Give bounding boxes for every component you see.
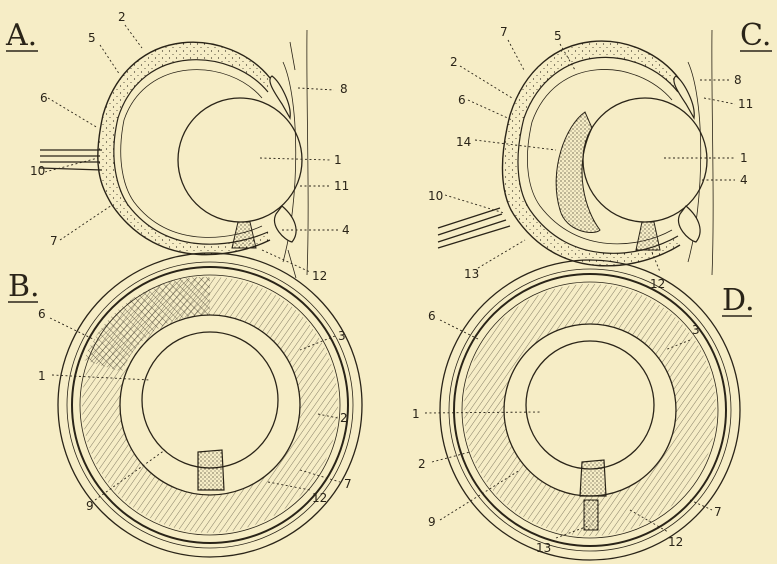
panel-d: D. 6 3 1 2 9 7 12 13 — [412, 260, 755, 560]
label-c-6: 6 — [458, 93, 466, 107]
label-c-4: 4 — [740, 173, 748, 187]
lens-stalk — [636, 222, 660, 250]
lens — [526, 341, 654, 469]
lens — [178, 98, 302, 222]
label-b-9: 9 — [86, 499, 94, 513]
lens-stalk — [232, 222, 256, 248]
label-c-1: 1 — [740, 151, 748, 165]
label-c-10: 10 — [428, 189, 443, 203]
upper-lid — [270, 76, 290, 118]
optic-nerve — [438, 208, 510, 248]
label-d-3: 3 — [692, 323, 700, 337]
label-a-10: 10 — [30, 164, 45, 178]
lens — [142, 332, 278, 468]
label-c-11: 11 — [738, 97, 753, 111]
label-b-7: 7 — [344, 477, 352, 491]
label-b-2: 2 — [340, 411, 348, 425]
panel-b: B. 6 1 3 2 9 7 12 — [8, 253, 362, 557]
panel-a: A. 2 5 6 10 7 8 1 11 4 12 — [5, 10, 350, 283]
label-c-2: 2 — [450, 55, 458, 69]
label-d-12: 12 — [668, 535, 683, 549]
label-d-9: 9 — [428, 515, 436, 529]
label-d-13: 13 — [536, 541, 551, 555]
lens-stalk — [580, 460, 606, 496]
label-b-6: 6 — [38, 307, 46, 321]
label-c-13: 13 — [464, 267, 479, 281]
optic-nerve — [40, 150, 102, 170]
label-b-3: 3 — [338, 329, 346, 343]
label-a-7: 7 — [50, 234, 58, 248]
panel-b-letter: B. — [8, 269, 40, 304]
panel-a-letter: A. — [5, 18, 37, 53]
label-a-8: 8 — [340, 82, 348, 96]
label-d-7: 7 — [714, 505, 722, 519]
label-b-1: 1 — [38, 369, 46, 383]
label-d-1: 1 — [412, 407, 420, 421]
label-b-12: 12 — [312, 491, 327, 505]
label-c-14: 14 — [456, 135, 471, 149]
retina — [121, 70, 262, 238]
lens — [583, 98, 707, 222]
label-a-12: 12 — [312, 269, 327, 283]
label-c-8: 8 — [734, 73, 742, 87]
retina — [527, 69, 672, 243]
label-a-11: 11 — [334, 179, 349, 193]
label-d-2: 2 — [418, 457, 426, 471]
lower-lid — [679, 206, 701, 242]
label-a-1: 1 — [334, 153, 342, 167]
label-c-5: 5 — [554, 29, 562, 43]
lens-stalk — [198, 450, 224, 490]
label-c-7: 7 — [500, 25, 508, 39]
label-a-2: 2 — [118, 10, 126, 24]
retinal-fold — [556, 112, 600, 233]
choroid-fissure — [584, 500, 598, 530]
panel-c: C. 5 7 2 6 14 10 13 8 11 1 4 12 — [428, 18, 772, 291]
label-a-4: 4 — [342, 223, 350, 237]
label-d-6: 6 — [428, 309, 436, 323]
panel-d-letter: D. — [722, 283, 755, 318]
label-a-5: 5 — [88, 31, 96, 45]
panel-c-letter: C. — [740, 18, 771, 53]
label-a-6: 6 — [40, 91, 48, 105]
